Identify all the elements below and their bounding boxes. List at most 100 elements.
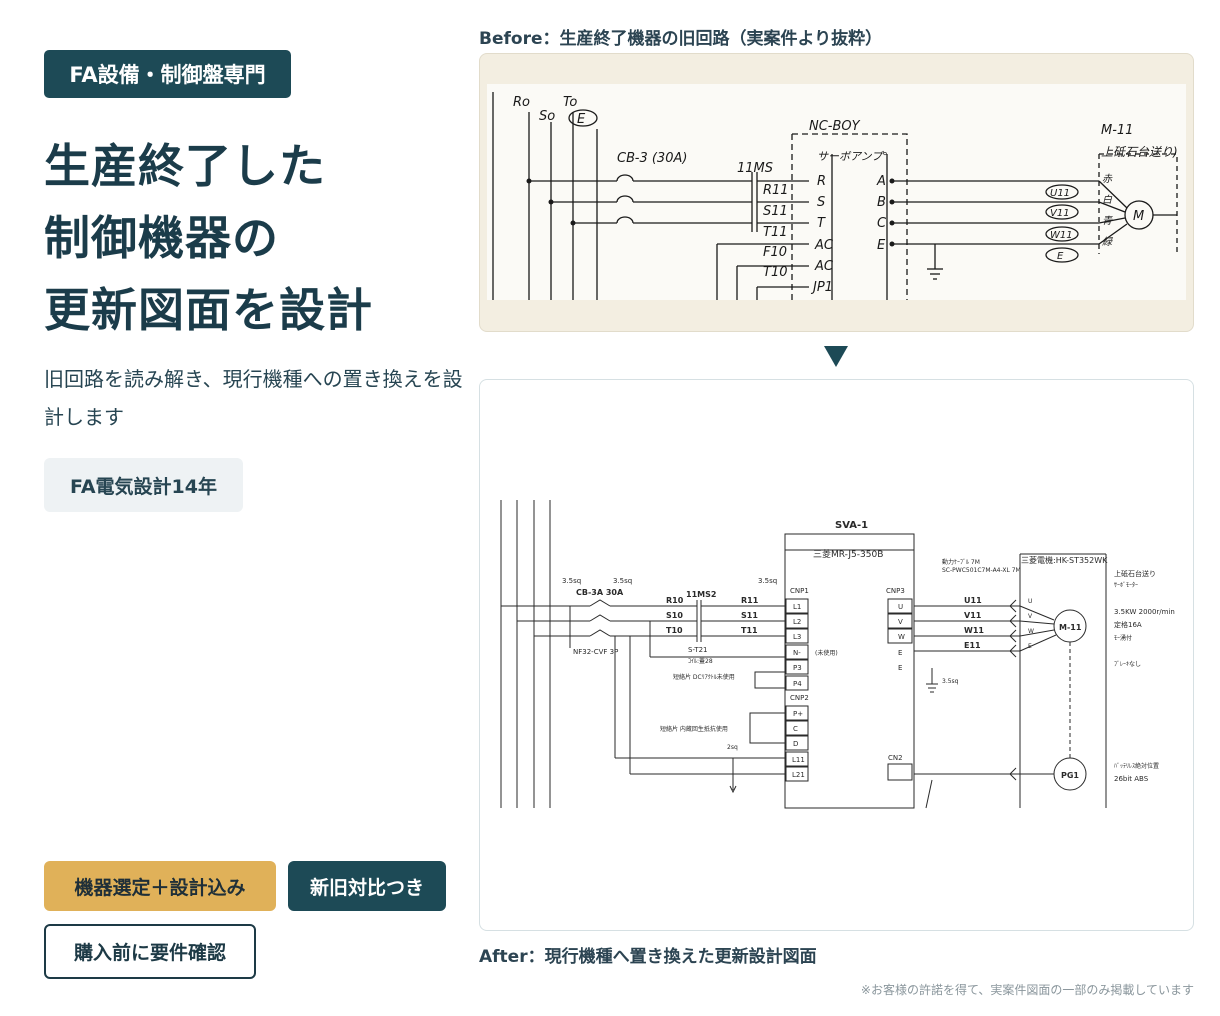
after-cnp2-c: C [793, 725, 798, 733]
after-cnp2: CNP2 [790, 694, 809, 702]
experience-badge: FA電気設計14年 [44, 458, 243, 512]
footnote: ※お客様の許諾を得て、実案件図面の一部のみ掲載しています [860, 983, 1194, 997]
after-cnp3: CNP3 [886, 587, 905, 595]
after-wire-size-1: 3.5sq [562, 577, 581, 585]
before-wire-w11: W11 [1050, 230, 1073, 241]
after-wire-e11: E11 [964, 641, 981, 650]
after-cn2: CN2 [888, 754, 903, 762]
after-spec-4: 定格16A [1114, 620, 1142, 629]
before-motor-title: M-11 [1101, 123, 1133, 138]
after-amp-model: 三菱MR-J5-350B [813, 548, 883, 560]
after-spec-3: 3.5KW 2000r/min [1114, 608, 1175, 616]
before-schematic: Ro So To E CB-3 (30A) 11MS R11 S11 T11 F… [487, 84, 1186, 300]
tag-comparison: 新旧対比つき [288, 861, 446, 911]
tag-equipment-selection: 機器選定＋設計込み [44, 861, 276, 911]
after-spec-5: ﾓｰ湧付 [1114, 634, 1132, 642]
after-cnp1-l3: L3 [793, 633, 801, 641]
after-cable-note-1: 動力ｹｰﾌﾞﾙ 7M [942, 558, 980, 566]
after-cnp2-l21: L21 [792, 771, 805, 779]
before-wire-e: E [1057, 251, 1064, 262]
after-panel [479, 379, 1194, 931]
after-amp-name: SVA-1 [835, 520, 868, 531]
before-contact-t11: T11 [763, 225, 787, 240]
after-line-s10: S10 [666, 611, 683, 620]
after-spec-2: ｻｰﾎﾞﾓｰﾀｰ [1114, 582, 1138, 589]
before-color-green: 緑 [1102, 236, 1113, 248]
before-amp-title: サーボアンプ° [817, 150, 888, 163]
after-encoder-spec-2: 26bit ABS [1114, 775, 1149, 783]
after-motor-term-e: E [1028, 643, 1032, 650]
before-amp-terminal-t: T [817, 216, 826, 231]
after-breaker-label: CB-3A 30A [576, 588, 624, 597]
after-cnp1-n: N- [793, 649, 801, 657]
before-contact-s11: S11 [763, 204, 788, 219]
after-line-r10: R10 [666, 596, 684, 605]
after-encoder-label: PG1 [1061, 771, 1079, 780]
after-spec-1: 上砥石台送り [1114, 569, 1156, 578]
after-wire-size-3: 3.5sq [758, 577, 777, 585]
after-short-note-1: 短絡片 DCﾘｱｸﾄﾙ未使用 [673, 673, 735, 681]
after-schematic: 3.5sq 3.5sq 3.5sq CB-3A 30A NF32-CVF 3P … [500, 500, 1175, 809]
after-cnp2-p: P+ [793, 710, 803, 718]
after-cnp2-d: D [793, 740, 798, 748]
after-line-t10: T10 [666, 626, 683, 635]
before-supply-ro: Ro [513, 95, 530, 110]
after-cnp3-w: W [898, 633, 905, 641]
after-cnp3-e1: E [898, 649, 902, 657]
subtext: 旧回路を読み解き、現行機種への置き換えを設計します [44, 367, 463, 429]
after-relay-label: 11MS2 [686, 590, 716, 599]
category-badge: FA設備・制御盤専門 [44, 50, 291, 98]
after-wire-size-2: 3.5sq [613, 577, 632, 585]
before-amp-terminal-s: S [817, 195, 825, 210]
before-contact-f10: F10 [763, 245, 787, 260]
after-cnp1-l1: L1 [793, 603, 801, 611]
after-cnp2-l11: L11 [792, 756, 805, 764]
after-line-s11: S11 [741, 611, 758, 620]
headline-line-1: 生産終了した [44, 139, 326, 193]
before-color-white: 白 [1102, 194, 1113, 206]
after-wire-v11: V11 [964, 611, 982, 620]
headline-line-3: 更新図面を設計 [44, 283, 373, 337]
before-contact-r11: R11 [763, 183, 789, 198]
before-amp-box-label: NC-BOY [809, 119, 861, 134]
before-amp-terminal-r: R [817, 174, 826, 189]
before-wire-u11: U11 [1050, 188, 1070, 199]
after-motor-term-w: W [1028, 628, 1034, 635]
after-encoder-spec-1: ﾊﾞｯﾃﾘﾚｽ絶対位置 [1114, 762, 1159, 770]
before-wire-v11: V11 [1050, 208, 1070, 219]
after-ctrl-wire: 2sq [727, 744, 738, 751]
after-motor-model: 三菱電機:HK-ST352WK [1021, 555, 1108, 565]
before-amp-terminal-ac1: AC [814, 238, 834, 253]
after-ground-size: 3.5sq [942, 678, 959, 685]
headline: 生産終了した 制御機器の 更新図面を設計 [44, 130, 464, 346]
after-short-note-2: 短絡片 内蔵回生抵抗使用 [660, 725, 728, 733]
after-motor-label: M-11 [1059, 623, 1082, 632]
before-caption: Before：生産終了機器の旧回路（実案件より抜粋） [479, 29, 883, 49]
before-supply-so: So [539, 109, 555, 124]
tag-requirement-check: 購入前に要件確認 [44, 924, 256, 979]
headline-line-2: 制御機器の [44, 211, 279, 265]
before-amp-terminal-a: A [876, 174, 886, 189]
before-color-red: 赤 [1102, 173, 1113, 185]
after-breaker-model: NF32-CVF 3P [573, 648, 618, 656]
before-color-blue: 青 [1102, 215, 1113, 227]
after-wire-u11: U11 [964, 596, 982, 605]
after-unused-note: (未使用) [815, 649, 838, 657]
after-cnp1-p4: P4 [793, 680, 802, 688]
after-relay-model: S-T21 [688, 646, 708, 654]
before-motor-desc: 上砥石台送り) [1101, 145, 1178, 159]
before-amp-terminal-ac2: AC [814, 259, 834, 274]
after-spec-6: ﾌﾞﾚｰｷなし [1114, 661, 1141, 668]
before-amp-terminal-c: C [877, 216, 887, 231]
after-cnp1: CNP1 [790, 587, 809, 595]
before-amp-terminal-jp1: JP1 [810, 280, 833, 295]
after-cnp3-e2: E [898, 664, 902, 672]
after-cnp3-u: U [898, 603, 903, 611]
before-amp-terminal-b: B [877, 195, 886, 210]
arrow-down-icon [824, 346, 848, 367]
before-amp-terminal-e: E [877, 238, 886, 253]
before-contact-t10: T10 [763, 265, 787, 280]
after-caption: After：現行機種へ置き換えた更新設計図面 [479, 947, 817, 967]
before-breaker-label: CB-3 (30A) [617, 151, 687, 166]
after-cable-note-2: SC-PWC501C7M-A4-XL 7M [942, 567, 1021, 574]
